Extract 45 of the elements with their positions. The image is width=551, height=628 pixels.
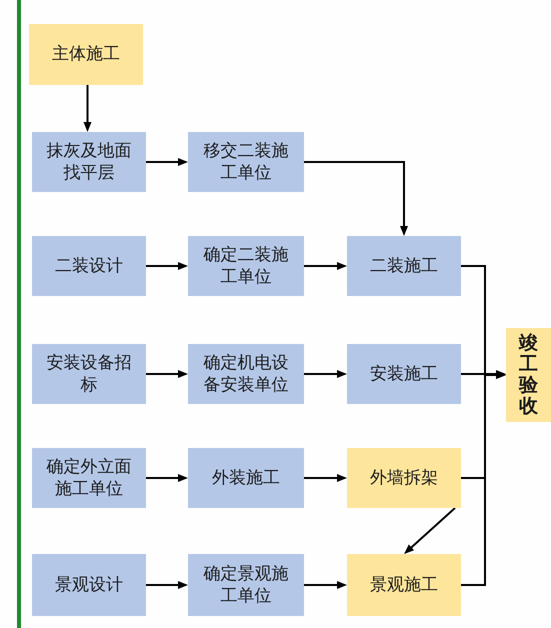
flow-arrow [404,507,456,554]
flow-arrow [304,370,347,378]
flow-arrow [304,161,408,236]
process-box [347,344,461,404]
flow-arrow [146,262,188,270]
process-box [188,344,304,404]
step-label: 主体施工 [52,43,120,66]
process-box [347,236,461,296]
flow-arrow [146,474,188,482]
process-box [29,24,143,85]
process-box [32,236,146,296]
step-label: 外墙拆架 [370,466,438,490]
process-box [188,448,304,508]
flow-arrow [304,581,347,589]
process-box [32,448,146,508]
process-box [188,132,304,192]
process-box [506,328,551,422]
step-label: 确定机电设备安装单位 [202,352,290,396]
step-label: 景观设计 [55,574,123,596]
flow-arrow [304,474,347,482]
step-label: 移交二装施工单位 [202,140,290,184]
flow-arrow [84,85,92,132]
flow-arrow [146,158,188,166]
process-box [188,236,304,296]
step-label: 景观施工 [370,574,438,596]
process-box [347,448,461,508]
flow-arrow [304,262,347,270]
step-label: 竣工验收 [519,333,538,417]
process-box [347,554,461,616]
step-label: 外装施工 [212,466,280,490]
step-label: 抹灰及地面找平层 [46,140,132,184]
step-label: 二装设计 [55,254,123,278]
step-label: 确定外立面施工单位 [46,456,132,500]
step-label: 安装施工 [370,362,438,386]
flow-arrow [146,370,188,378]
step-label: 二装施工 [370,254,438,278]
process-box [32,132,146,192]
step-label: 确定景观施工单位 [202,562,290,608]
flow-arrow [146,581,188,589]
flow-arrow [461,370,506,378]
step-label: 确定二装施工单位 [202,244,290,288]
step-label: 安装设备招标 [46,352,132,396]
process-box [32,554,146,616]
process-box [188,554,304,616]
process-box [32,344,146,404]
